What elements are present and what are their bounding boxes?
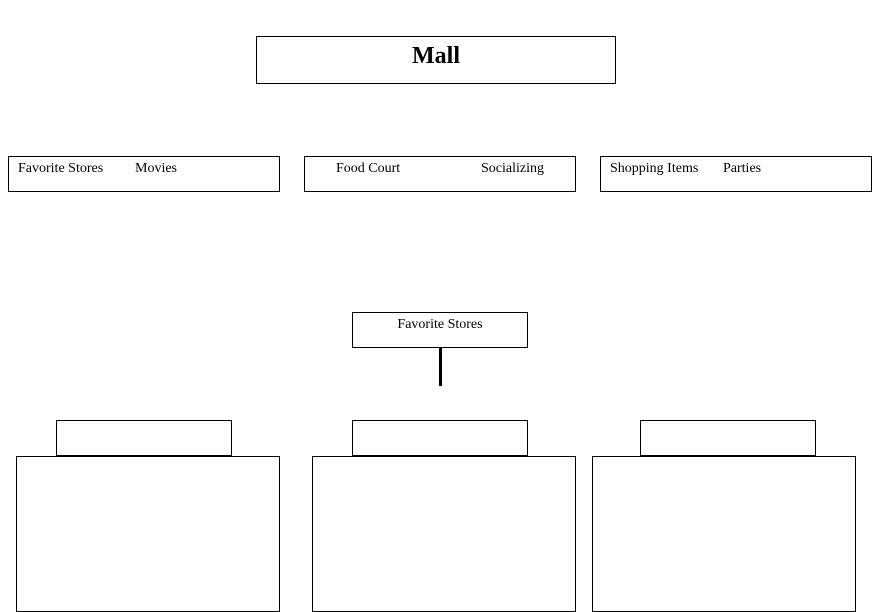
sub-content-box-1 bbox=[16, 456, 280, 612]
category-2-left-label: Food Court bbox=[336, 161, 401, 176]
category-box-3: Shopping Items Parties bbox=[600, 156, 872, 192]
category-box-2: Food Court Socializing bbox=[304, 156, 576, 192]
diagram-title: Mall bbox=[412, 43, 460, 69]
sub-content-box-2 bbox=[312, 456, 576, 612]
sub-label-box-1 bbox=[56, 420, 232, 456]
category-box-1: Favorite Stores Movies bbox=[8, 156, 280, 192]
category-1-right-label: Movies bbox=[135, 161, 177, 176]
category-2-right-label: Socializing bbox=[481, 161, 544, 176]
focus-box: Favorite Stores bbox=[352, 312, 528, 348]
connector-line bbox=[439, 348, 442, 386]
category-3-right-label: Parties bbox=[723, 161, 762, 176]
title-box: Mall bbox=[256, 36, 616, 84]
sub-content-box-3 bbox=[592, 456, 856, 612]
category-3-left-label: Shopping Items bbox=[610, 161, 699, 176]
sub-label-box-2 bbox=[352, 420, 528, 456]
category-1-left-label: Favorite Stores bbox=[18, 161, 104, 176]
focus-label: Favorite Stores bbox=[397, 317, 483, 332]
sub-label-box-3 bbox=[640, 420, 816, 456]
